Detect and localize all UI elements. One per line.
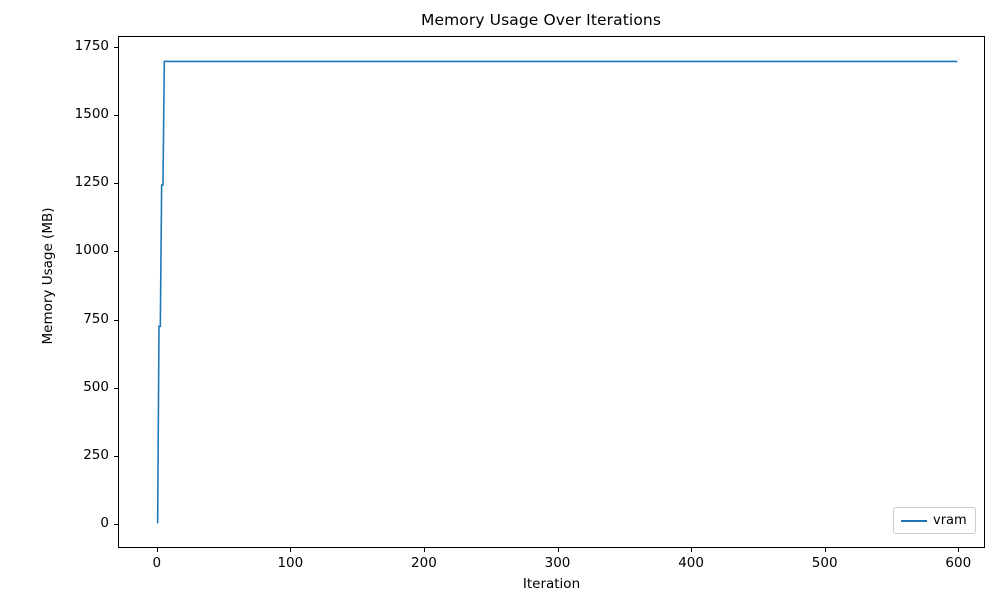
y-tick-mark bbox=[114, 183, 118, 185]
x-tick-label: 400 bbox=[678, 555, 704, 571]
x-tick-mark bbox=[557, 548, 559, 552]
y-tick-label: 1500 bbox=[74, 106, 109, 123]
x-tick-label: 200 bbox=[411, 555, 437, 571]
x-tick-mark bbox=[958, 548, 960, 552]
line-series-layer bbox=[156, 60, 958, 524]
y-tick-mark bbox=[114, 524, 118, 526]
plot-axes bbox=[118, 36, 985, 548]
x-tick-label: 100 bbox=[277, 555, 304, 571]
y-tick-mark bbox=[114, 46, 118, 48]
x-tick-label: 300 bbox=[544, 555, 571, 571]
x-tick-mark bbox=[156, 548, 158, 552]
y-tick-label: 1000 bbox=[74, 242, 109, 259]
y-tick-label: 250 bbox=[83, 447, 109, 464]
y-tick-label: 1250 bbox=[74, 174, 109, 191]
line-series-vram bbox=[156, 60, 958, 524]
x-tick-mark bbox=[824, 548, 826, 552]
y-tick-label: 750 bbox=[83, 310, 109, 327]
y-tick-mark bbox=[114, 387, 118, 389]
y-tick-mark bbox=[114, 456, 118, 458]
y-tick-label: 0 bbox=[100, 515, 109, 532]
x-tick-label: 600 bbox=[945, 555, 972, 571]
y-tick-label: 500 bbox=[83, 378, 109, 395]
y-tick-mark bbox=[114, 251, 118, 253]
x-tick-mark bbox=[691, 548, 693, 552]
page-title: Memory Usage Over Iterations bbox=[420, 11, 661, 29]
y-axis-label: Memory Usage (MB) bbox=[40, 207, 56, 345]
y-tick-label: 1750 bbox=[74, 37, 109, 54]
y-tick-mark bbox=[114, 319, 118, 321]
x-tick-label: 0 bbox=[152, 555, 162, 571]
x-tick-label: 500 bbox=[811, 555, 838, 571]
y-tick-mark bbox=[114, 115, 118, 117]
x-tick-mark bbox=[423, 548, 425, 552]
legend-label-vram: vram bbox=[933, 513, 967, 528]
x-tick-mark bbox=[290, 548, 292, 552]
legend-swatch-vram bbox=[901, 519, 927, 522]
x-axis-label: Iteration bbox=[522, 576, 581, 592]
chart-legend[interactable]: vram bbox=[893, 507, 976, 534]
